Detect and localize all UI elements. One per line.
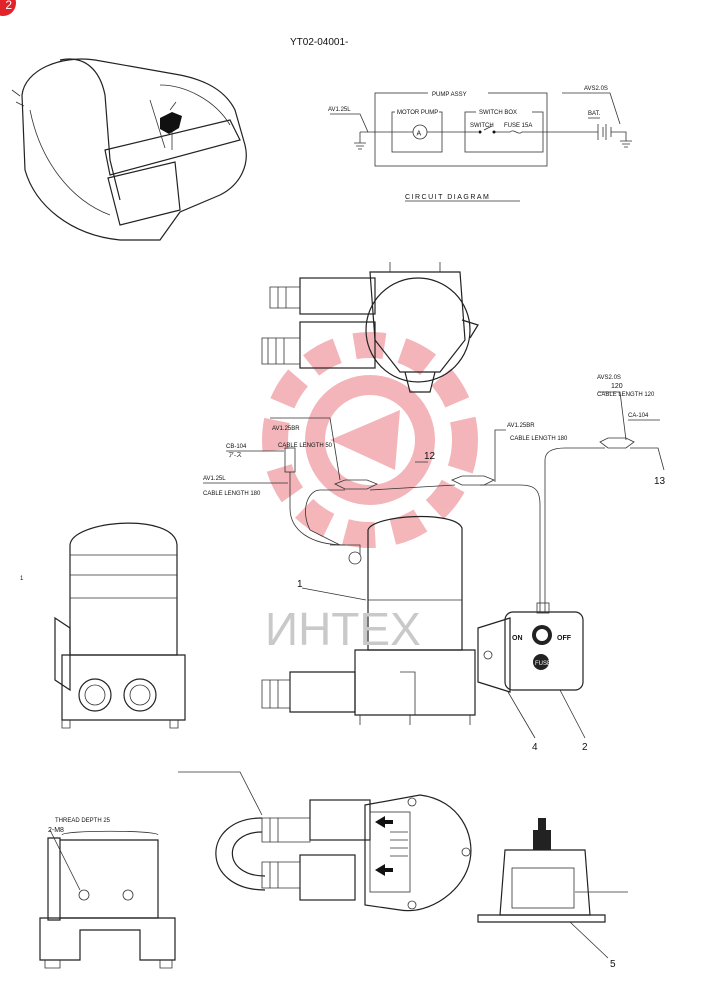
off-label: OFF [557, 635, 572, 642]
stray-mark: 1 [20, 576, 24, 582]
label-cb104-sub: ア-ス [228, 452, 242, 459]
battery-label: BAT. [588, 111, 601, 117]
pump-side-view [54, 522, 186, 729]
switch-box-side-view [477, 818, 628, 959]
label-thread-depth: THREAD DEPTH 25 [55, 818, 111, 824]
boat-illustration [11, 58, 247, 241]
label-cable-length-180-right: CABLE LENGTH 180 [510, 436, 568, 442]
fuse-button-label: FUSE [535, 661, 551, 667]
connector-left [334, 479, 378, 490]
label-cable-length-180-left: CABLE LENGTH 180 [203, 491, 261, 497]
motor-pump-label: MOTOR PUMP [397, 110, 438, 116]
label-av125br-left: AV1.25BR [272, 426, 300, 432]
fuse-label: FUSE 15A [504, 123, 532, 129]
switch-label: SWITCH [470, 123, 494, 129]
label-m8: 2-M8 [48, 827, 64, 834]
circuit-diagram: PUMP ASSY MOTOR PUMP SWITCH BOX A SWITCH… [328, 86, 632, 202]
page-badge: 2 [0, 0, 16, 16]
ground-terminal [284, 447, 296, 473]
wire-right-label: AVS2.0S [584, 86, 608, 92]
on-label: ON [512, 635, 523, 642]
pump-front-view [261, 515, 476, 725]
callout-13: 13 [654, 476, 666, 487]
callout-5: 5 [610, 959, 616, 970]
watermark-gear [262, 332, 478, 548]
pump-top-view [261, 262, 479, 393]
wiring [270, 391, 665, 612]
callout-12: 12 [424, 451, 436, 462]
label-cb104: CB-104 [226, 444, 247, 450]
motor-symbol-letter: A [417, 131, 422, 138]
callout-4: 4 [532, 742, 538, 753]
pump-bottom-view [178, 771, 472, 912]
pump-assy-label: PUMP ASSY [432, 92, 467, 98]
switch-box: ON OFF FUSE [477, 602, 584, 693]
circuit-caption: CIRCUIT DIAGRAM [405, 194, 490, 201]
label-av125l: AV1.25L [203, 476, 226, 482]
wire-left-label: AV1.25L [328, 107, 351, 113]
mounting-view [39, 829, 176, 969]
connector-battery [599, 437, 635, 449]
switch-box-label: SWITCH BOX [479, 110, 517, 116]
label-cable-length-50: CABLE LENGTH 50 [278, 443, 333, 449]
connector-right [451, 475, 495, 486]
callout-2: 2 [582, 742, 588, 753]
label-cable-length-120: CABLE LENGTH 120 [597, 392, 655, 398]
pump-location-mark [160, 112, 182, 134]
label-avs20s: AVS2.0S [597, 375, 621, 381]
watermark-text: ИНТЕХ [265, 603, 421, 655]
label-120: 120 [611, 383, 623, 390]
label-av125br-right: AV1.25BR [507, 423, 535, 429]
label-ca104: CA-104 [628, 413, 649, 419]
document-code: YT02-04001- [290, 37, 348, 48]
callout-1: 1 [297, 579, 303, 590]
